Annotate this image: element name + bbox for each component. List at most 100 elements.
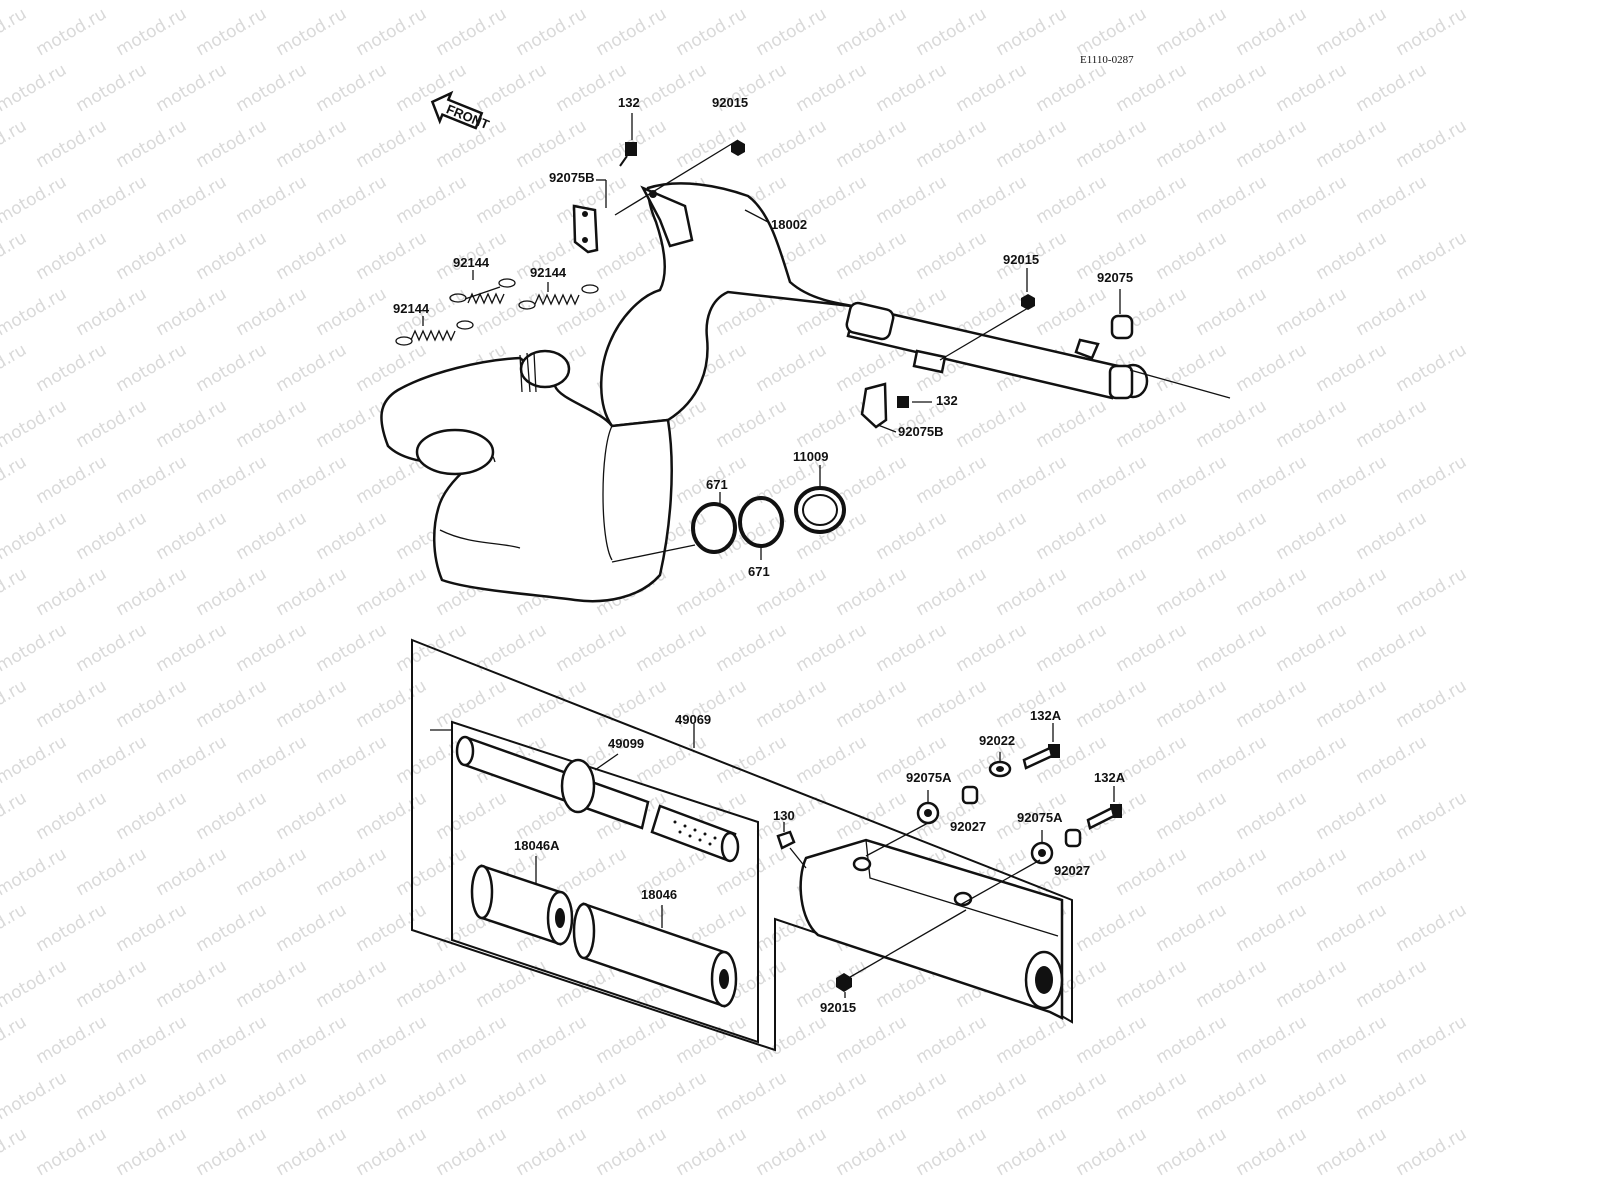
watermark-text: motod.ru <box>753 1012 831 1068</box>
watermark-text: motod.ru <box>33 900 111 956</box>
watermark-text: motod.ru <box>233 732 311 788</box>
callout-92075A-a: 92075A <box>906 770 952 785</box>
watermark-text: motod.ru <box>1273 844 1351 900</box>
watermark-text: motod.ru <box>1153 228 1231 284</box>
callout-92144-c: 92144 <box>393 301 430 316</box>
gaskets <box>611 465 846 563</box>
callout-18046A: 18046A <box>514 838 560 853</box>
watermark-text: motod.ru <box>593 1012 671 1068</box>
watermark-text: motod.ru <box>1153 4 1231 60</box>
watermark-text: motod.ru <box>33 228 111 284</box>
watermark-text: motod.ru <box>1033 60 1111 116</box>
watermark-text: motod.ru <box>0 564 30 620</box>
watermark-text: motod.ru <box>1393 788 1471 844</box>
watermark-text: motod.ru <box>1193 732 1271 788</box>
watermark-text: motod.ru <box>353 116 431 172</box>
watermark-text: motod.ru <box>593 1124 671 1180</box>
watermark-text: motod.ru <box>593 4 671 60</box>
watermark-text: motod.ru <box>1113 1068 1191 1124</box>
callout-132A-a: 132A <box>1030 708 1062 723</box>
watermark-text: motod.ru <box>1113 396 1191 452</box>
watermark-text: motod.ru <box>0 4 30 60</box>
watermark-text: motod.ru <box>353 676 431 732</box>
watermark-text: motod.ru <box>0 1068 70 1124</box>
pipe-flange <box>560 758 596 814</box>
watermark-text: motod.ru <box>433 788 511 844</box>
watermark-text: motod.ru <box>313 172 391 228</box>
watermark-text: motod.ru <box>233 172 311 228</box>
watermark-text: motod.ru <box>1073 1012 1151 1068</box>
watermark-text: motod.ru <box>913 564 991 620</box>
watermark-text: motod.ru <box>1033 508 1111 564</box>
watermark-text: motod.ru <box>1353 956 1431 1012</box>
watermark-text: motod.ru <box>633 1068 711 1124</box>
watermark-text: motod.ru <box>313 396 391 452</box>
watermark-text: motod.ru <box>1313 116 1391 172</box>
watermark-text: motod.ru <box>233 844 311 900</box>
watermark-text: motod.ru <box>1033 172 1111 228</box>
mount-hole <box>649 190 657 198</box>
watermark-text: motod.ru <box>0 116 30 172</box>
chamber-loop-end <box>415 428 495 476</box>
watermark-text: motod.ru <box>1113 620 1191 676</box>
watermark-text: motod.ru <box>113 340 191 396</box>
watermark-text: motod.ru <box>393 172 471 228</box>
chamber-mid-mount <box>912 349 947 374</box>
watermark-text: motod.ru <box>833 1124 911 1180</box>
watermark-text: motod.ru <box>1193 396 1271 452</box>
watermark-text: motod.ru <box>0 396 70 452</box>
watermark-text: motod.ru <box>393 844 471 900</box>
watermark-text: motod.ru <box>1033 0 1111 4</box>
watermark-text: motod.ru <box>0 788 30 844</box>
callout-labels: 132 92015 92075B 18002 92144 92144 92144… <box>393 95 1133 1015</box>
callout-671-b: 671 <box>748 564 770 579</box>
watermark-text: motod.ru <box>1153 1124 1231 1180</box>
top-hardware <box>572 113 1231 433</box>
watermark-text: motod.ru <box>873 1068 951 1124</box>
watermark-text: motod.ru <box>233 620 311 676</box>
watermark-text: motod.ru <box>1193 172 1271 228</box>
watermark-text: motod.ru <box>713 1068 791 1124</box>
watermark-text: motod.ru <box>0 284 70 340</box>
watermark-text: motod.ru <box>153 284 231 340</box>
watermark-text: motod.ru <box>833 788 911 844</box>
watermark-text: motod.ru <box>833 452 911 508</box>
watermark-text: motod.ru <box>1353 396 1431 452</box>
watermark-text: motod.ru <box>113 788 191 844</box>
watermark-text: motod.ru <box>1393 900 1471 956</box>
watermark-text: motod.ru <box>33 564 111 620</box>
tail-pipe-coupler <box>845 301 895 341</box>
watermark-text: motod.ru <box>793 732 871 788</box>
bolt-132A-b <box>1086 804 1122 830</box>
watermark-text: motod.ru <box>953 396 1031 452</box>
watermark-text: motod.ru <box>1393 340 1471 396</box>
watermark-text: motod.ru <box>953 508 1031 564</box>
watermark-text: motod.ru <box>0 676 30 732</box>
watermark-text: motod.ru <box>273 340 351 396</box>
watermark-text: motod.ru <box>1353 844 1431 900</box>
watermark-text: motod.ru <box>73 1068 151 1124</box>
watermark-text: motod.ru <box>913 1124 991 1180</box>
watermark-text: motod.ru <box>673 564 751 620</box>
watermark-text: motod.ru <box>273 452 351 508</box>
watermark-text: motod.ru <box>1313 788 1391 844</box>
watermark-text: motod.ru <box>473 0 551 4</box>
watermark-text: motod.ru <box>353 564 431 620</box>
watermark-text: motod.ru <box>1233 676 1311 732</box>
watermark-text: motod.ru <box>633 620 711 676</box>
watermark-text: motod.ru <box>33 788 111 844</box>
o-ring-671-b <box>738 496 784 548</box>
bolt-132A-a <box>1022 744 1060 770</box>
watermark-text: motod.ru <box>1273 0 1351 4</box>
watermark-text: motod.ru <box>1393 1124 1471 1180</box>
watermark-text: motod.ru <box>313 732 391 788</box>
watermark-text: motod.ru <box>113 452 191 508</box>
watermark-text: motod.ru <box>313 508 391 564</box>
perforation-dots <box>673 820 717 846</box>
watermark-text: motod.ru <box>353 788 431 844</box>
watermark-text: motod.ru <box>153 0 231 4</box>
watermark-text: motod.ru <box>193 1124 271 1180</box>
watermark-text: motod.ru <box>1393 1012 1471 1068</box>
watermark-text: motod.ru <box>833 116 911 172</box>
